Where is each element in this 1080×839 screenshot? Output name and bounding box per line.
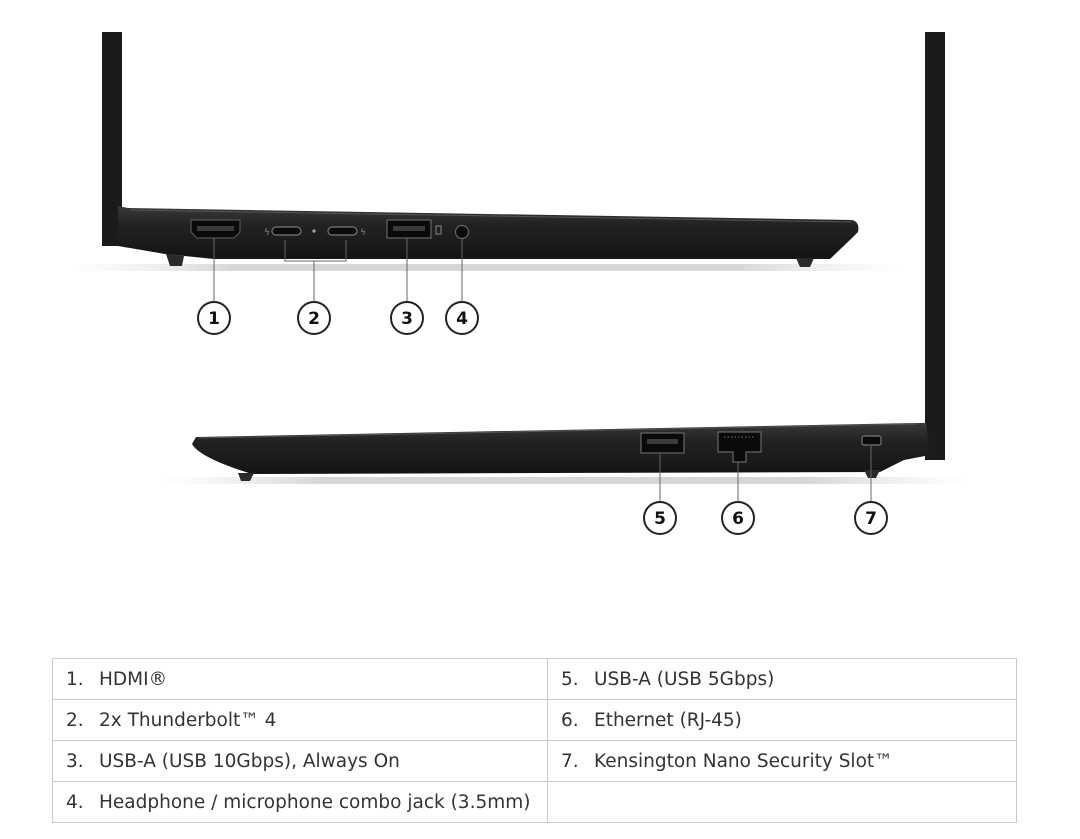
floor-shadow [70, 264, 900, 271]
item-number: 5. [561, 668, 579, 690]
foot-right [864, 470, 880, 478]
callout-4: 4 [445, 301, 479, 335]
table-cell: 3. USB-A (USB 10Gbps), Always On [52, 740, 548, 782]
callout-2: 2 [297, 301, 331, 335]
table-row: 1. HDMI® 5. USB-A (USB 5Gbps) [52, 658, 1017, 700]
item-number: 2. [66, 709, 84, 731]
item-number: 3. [66, 750, 84, 772]
svg-text:4: 4 [456, 309, 468, 329]
callout-6: 6 [721, 501, 755, 535]
audio-jack [454, 224, 470, 240]
laptop-left-side: ϟ ϟ [70, 32, 900, 302]
usb-a-port [386, 219, 432, 239]
table-cell: 6. Ethernet (RJ-45) [547, 699, 1017, 741]
item-number: 7. [561, 750, 579, 772]
callout-1: 1 [197, 301, 231, 335]
lid-edge [102, 32, 122, 246]
base-edge-highlight [197, 423, 919, 439]
item-label: Ethernet (RJ-45) [594, 709, 742, 731]
svg-text:3: 3 [401, 309, 413, 329]
foot-left [238, 473, 254, 481]
table-cell [547, 781, 1017, 823]
svg-text:6: 6 [732, 509, 744, 529]
foot-right [796, 258, 814, 267]
laptop-right-side [160, 32, 970, 502]
item-label: USB-A (USB 5Gbps) [594, 668, 775, 690]
callout-5: 5 [643, 501, 677, 535]
svg-text:7: 7 [865, 509, 877, 529]
leader-lines-bottom [659, 446, 872, 502]
always-on-icon [435, 225, 442, 235]
item-label: 2x Thunderbolt™ 4 [99, 709, 277, 731]
thunderbolt-icon: ϟ [264, 228, 270, 238]
security-slot [861, 435, 882, 446]
callout-7: 7 [854, 501, 888, 535]
callout-3: 3 [390, 301, 424, 335]
table-row: 2. 2x Thunderbolt™ 4 6. Ethernet (RJ-45) [52, 699, 1017, 741]
table-cell: 2. 2x Thunderbolt™ 4 [52, 699, 548, 741]
hdmi-port [190, 219, 241, 239]
usb-c-port-1 [271, 226, 302, 236]
status-led [312, 229, 316, 233]
svg-text:1: 1 [208, 309, 220, 329]
usb-c-port-2 [327, 226, 358, 236]
ports-legend-table: 1. HDMI® 5. USB-A (USB 5Gbps) 2. 2x Thunder… [52, 658, 1017, 823]
table-row: 3. USB-A (USB 10Gbps), Always On 7. Kensin… [52, 740, 1017, 782]
table-cell: 5. USB-A (USB 5Gbps) [547, 658, 1017, 700]
table-cell: 1. HDMI® [52, 658, 548, 700]
item-label: Headphone / microphone combo jack (3.5mm… [99, 791, 531, 813]
base-edge-highlight [129, 209, 853, 223]
floor-shadow [160, 477, 970, 484]
table-cell: 4. Headphone / microphone combo jack (3.5… [52, 781, 548, 823]
item-label: Kensington Nano Security Slot™ [594, 750, 893, 772]
laptop-ports-illustration: ϟ ϟ 1 2 3 4 [70, 32, 970, 535]
foot-left [166, 254, 184, 266]
table-cell: 7. Kensington Nano Security Slot™ [547, 740, 1017, 782]
item-label: HDMI® [99, 668, 168, 690]
lid-edge [925, 32, 945, 460]
ethernet-port [717, 431, 762, 463]
leader-lines-top [213, 238, 463, 302]
thunderbolt-icon: ϟ [360, 228, 366, 238]
table-row: 4. Headphone / microphone combo jack (3.5… [52, 781, 1017, 823]
item-number: 6. [561, 709, 579, 731]
item-label: USB-A (USB 10Gbps), Always On [99, 750, 400, 772]
item-number: 1. [66, 668, 84, 690]
usb-a-port [640, 432, 685, 454]
item-number: 4. [66, 791, 84, 813]
svg-text:5: 5 [654, 509, 666, 529]
svg-text:2: 2 [308, 309, 320, 329]
